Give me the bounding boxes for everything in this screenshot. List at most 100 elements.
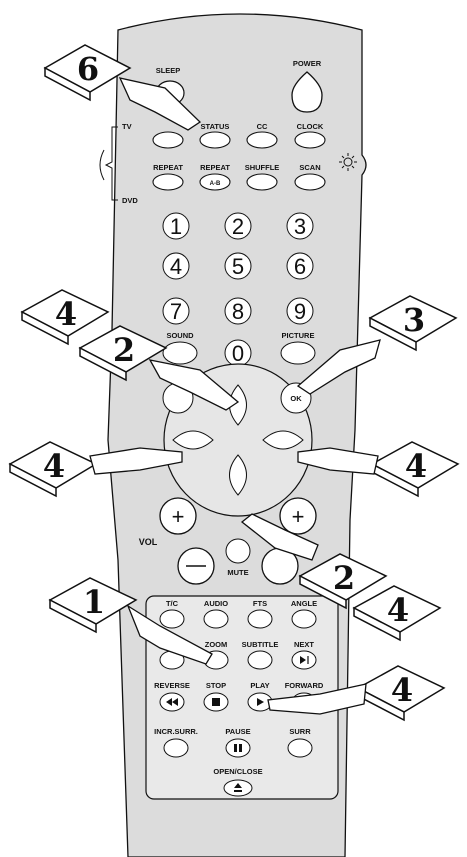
repeat-button[interactable] bbox=[152, 173, 184, 191]
play-icon bbox=[257, 698, 264, 706]
pointing-hand-icon bbox=[89, 447, 183, 475]
digit-4-button[interactable] bbox=[162, 252, 190, 280]
callout-number: 1 bbox=[83, 583, 105, 621]
status-button[interactable] bbox=[199, 131, 231, 149]
play-label: PLAY bbox=[250, 681, 269, 690]
shuffle-label: SHUFFLE bbox=[245, 163, 280, 172]
digit-9-label: 9 bbox=[294, 299, 306, 324]
pointing-hand-icon bbox=[296, 339, 381, 395]
digit-1-button[interactable] bbox=[162, 212, 190, 240]
pause-label: PAUSE bbox=[225, 727, 250, 736]
callout-4-bottom-right: 4 bbox=[352, 585, 442, 642]
incr-surr-button[interactable] bbox=[163, 738, 189, 758]
digit-5-label: 5 bbox=[232, 254, 244, 279]
fts-button[interactable] bbox=[247, 609, 273, 629]
pointing-hand-icon bbox=[148, 359, 240, 411]
pointing-hand-icon bbox=[126, 604, 213, 665]
incr-surr-label: INCR.SURR. bbox=[154, 727, 198, 736]
digit-9-button[interactable] bbox=[286, 297, 314, 325]
vol-label: VOL bbox=[139, 537, 158, 547]
power-label: POWER bbox=[293, 59, 322, 68]
ok-label: OK bbox=[290, 394, 302, 403]
mute-label: MUTE bbox=[227, 568, 248, 577]
callout-4-top-left: 4 bbox=[20, 289, 110, 346]
ok-button[interactable] bbox=[280, 382, 312, 414]
fts-label: FTS bbox=[253, 599, 267, 608]
callout-number: 2 bbox=[113, 331, 135, 369]
digit-0-label: 0 bbox=[232, 341, 244, 366]
ch-up-button[interactable] bbox=[279, 497, 317, 535]
callout-number: 4 bbox=[387, 591, 409, 629]
angle-button[interactable] bbox=[291, 609, 317, 629]
callout-number: 6 bbox=[77, 50, 99, 88]
tc-button[interactable] bbox=[159, 609, 185, 629]
callout-number: 4 bbox=[43, 447, 65, 485]
cc-label: CC bbox=[257, 122, 268, 131]
stop-label: STOP bbox=[206, 681, 226, 690]
callout-4-left: 4 bbox=[8, 441, 183, 498]
digit-2-label: 2 bbox=[232, 214, 244, 239]
digit-5-button[interactable] bbox=[224, 252, 252, 280]
repeat-label: REPEAT bbox=[153, 163, 183, 172]
cursor-right-button[interactable] bbox=[262, 430, 304, 450]
subtitle-button[interactable] bbox=[247, 650, 273, 670]
callout-2-top: 2 bbox=[78, 325, 240, 411]
clock-label: CLOCK bbox=[297, 122, 324, 131]
stop-icon bbox=[212, 698, 220, 706]
repeat-ab-text: A-B bbox=[210, 181, 221, 187]
tv-dvd-toggle-button[interactable] bbox=[152, 131, 184, 149]
callout-4-right: 4 bbox=[297, 441, 460, 498]
open-close-label: OPEN/CLOSE bbox=[213, 767, 262, 776]
vol-up-button[interactable] bbox=[159, 497, 197, 535]
cursor-left-button[interactable] bbox=[172, 430, 214, 450]
cursor-down-button[interactable] bbox=[229, 454, 247, 496]
callout-number: 4 bbox=[55, 295, 77, 333]
digit-8-button[interactable] bbox=[224, 297, 252, 325]
subtitle-label: SUBTITLE bbox=[242, 640, 279, 649]
digit-1-label: 1 bbox=[170, 214, 182, 239]
pause-button[interactable] bbox=[225, 738, 251, 758]
digit-7-label: 7 bbox=[170, 299, 182, 324]
zoom-label: ZOOM bbox=[205, 640, 228, 649]
callout-3: 3 bbox=[296, 295, 458, 395]
pointing-hand-icon bbox=[267, 683, 367, 715]
sound-button[interactable] bbox=[162, 341, 198, 365]
cc-button[interactable] bbox=[246, 131, 278, 149]
picture-button[interactable] bbox=[280, 341, 316, 365]
mute-button[interactable] bbox=[225, 538, 251, 564]
digit-2-button[interactable] bbox=[224, 212, 252, 240]
digit-3-button[interactable] bbox=[286, 212, 314, 240]
callout-number: 2 bbox=[333, 559, 355, 597]
callout-1: 1 bbox=[48, 577, 213, 665]
callout-number: 4 bbox=[391, 671, 413, 709]
scan-button[interactable] bbox=[294, 173, 326, 191]
digit-6-button[interactable] bbox=[286, 252, 314, 280]
status-label: STATUS bbox=[201, 122, 230, 131]
clock-button[interactable] bbox=[294, 131, 326, 149]
dvd-label: DVD bbox=[122, 196, 138, 205]
pointing-hand-icon bbox=[297, 447, 379, 475]
callout-6: 6 bbox=[43, 44, 202, 131]
digit-7-button[interactable] bbox=[162, 297, 190, 325]
power-button[interactable] bbox=[291, 71, 323, 113]
surr-button[interactable] bbox=[287, 738, 313, 758]
sun-icon bbox=[339, 153, 357, 171]
audio-label: AUDIO bbox=[204, 599, 228, 608]
plus-icon: + bbox=[292, 504, 305, 529]
audio-button[interactable] bbox=[203, 609, 229, 629]
repeat-ab-button[interactable] bbox=[199, 173, 231, 191]
scan-label: SCAN bbox=[299, 163, 320, 172]
pause-icon bbox=[234, 744, 242, 752]
callout-number: 3 bbox=[403, 301, 425, 339]
tv-label: TV bbox=[122, 122, 132, 131]
shuffle-button[interactable] bbox=[246, 173, 278, 191]
nav-ring bbox=[163, 363, 313, 517]
plus-icon: + bbox=[172, 504, 185, 529]
callout-4-play: 4 bbox=[267, 665, 446, 722]
pointing-hand-icon bbox=[118, 77, 202, 131]
sleep-label: SLEEP bbox=[156, 66, 181, 75]
callout-2-bottom: 2 bbox=[240, 513, 388, 610]
rewind-icon bbox=[166, 698, 178, 706]
digit-keypad: 1 2 3 4 5 6 7 8 9 0 bbox=[162, 212, 314, 367]
